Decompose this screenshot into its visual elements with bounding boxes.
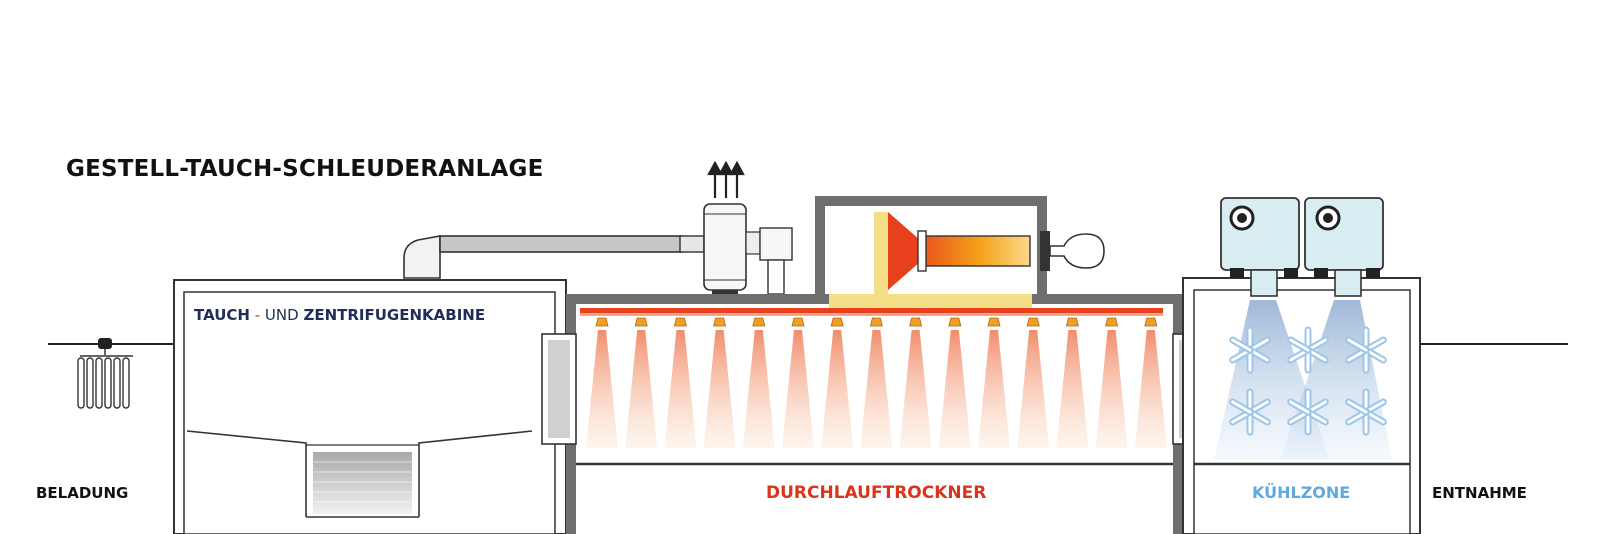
heat-cone [1056,330,1089,448]
loading-label: BELADUNG [36,484,129,502]
heat-cone [625,330,658,448]
heat-cone [978,330,1010,448]
cabin-label: TAUCH - UND ZENTRIFUGENKABINE [194,306,485,324]
cabin-label-part2: UND [264,306,304,324]
cabin-label-part1: TAUCH [194,306,250,324]
heat-cone [938,330,971,448]
snowflake-icon [1229,326,1271,374]
heat-cone [899,330,932,448]
exhaust-fan-icon [703,203,793,296]
snowflake-icon [1229,388,1271,436]
unloading-label: ENTNAHME [1432,484,1527,502]
snowflakes [1229,326,1387,436]
heat-cone [742,330,775,448]
cabin-label-part3: ZENTRIFUGENKABINE [303,306,486,324]
heat-nozzle-icon [1105,317,1119,327]
cooling-unit-icon [1220,197,1300,297]
heat-cone [860,330,893,448]
burner-icon [888,212,1105,290]
snowflake-icon [1345,388,1387,436]
heat-nozzle-icon [713,317,727,327]
heat-cone [1017,330,1050,448]
dryer-label: DURCHLAUFTROCKNER [766,483,987,503]
heat-nozzle-icon [634,317,648,327]
heat-nozzle-icon [1026,317,1040,327]
exhaust-duct [403,235,705,279]
heat-nozzle-icon [1065,317,1079,327]
heat-nozzle-icon [869,317,883,327]
heat-nozzle-icon [909,317,923,327]
heat-cone [586,330,618,448]
heating-bar [580,308,1163,313]
heat-nozzle-icon [948,317,962,327]
heat-nozzle-icon [595,317,609,327]
exhaust-arrows-icon [707,160,745,198]
heat-cone [664,330,697,448]
page-title: GESTELL-TAUCH-SCHLEUDERANLAGE [66,156,544,182]
heat-nozzle-icon [752,317,766,327]
hot-air-channel [829,294,1032,308]
snowflake-icon [1287,388,1329,436]
heat-nozzle-icon [1144,317,1158,327]
part-rack-icon [77,338,133,409]
cooling-label: KÜHLZONE [1252,483,1351,502]
heat-nozzle-icon [791,317,805,327]
heat-cone [1095,330,1128,448]
dip-tank [313,452,412,514]
heat-cone [782,330,814,448]
heat-nozzles [586,317,1167,448]
heat-nozzle-icon [830,317,844,327]
heat-cone [1134,330,1167,448]
heat-nozzle-icon [673,317,687,327]
snowflake-icon [1345,326,1387,374]
heat-nozzle-icon [987,317,1001,327]
dip-centrifuge-cabin [173,279,567,534]
heat-cone [703,330,736,448]
cabin-label-dash: - [249,306,265,324]
snowflake-icon [1287,326,1329,374]
heat-cone [821,330,854,448]
cooling-unit-icon [1304,197,1384,297]
